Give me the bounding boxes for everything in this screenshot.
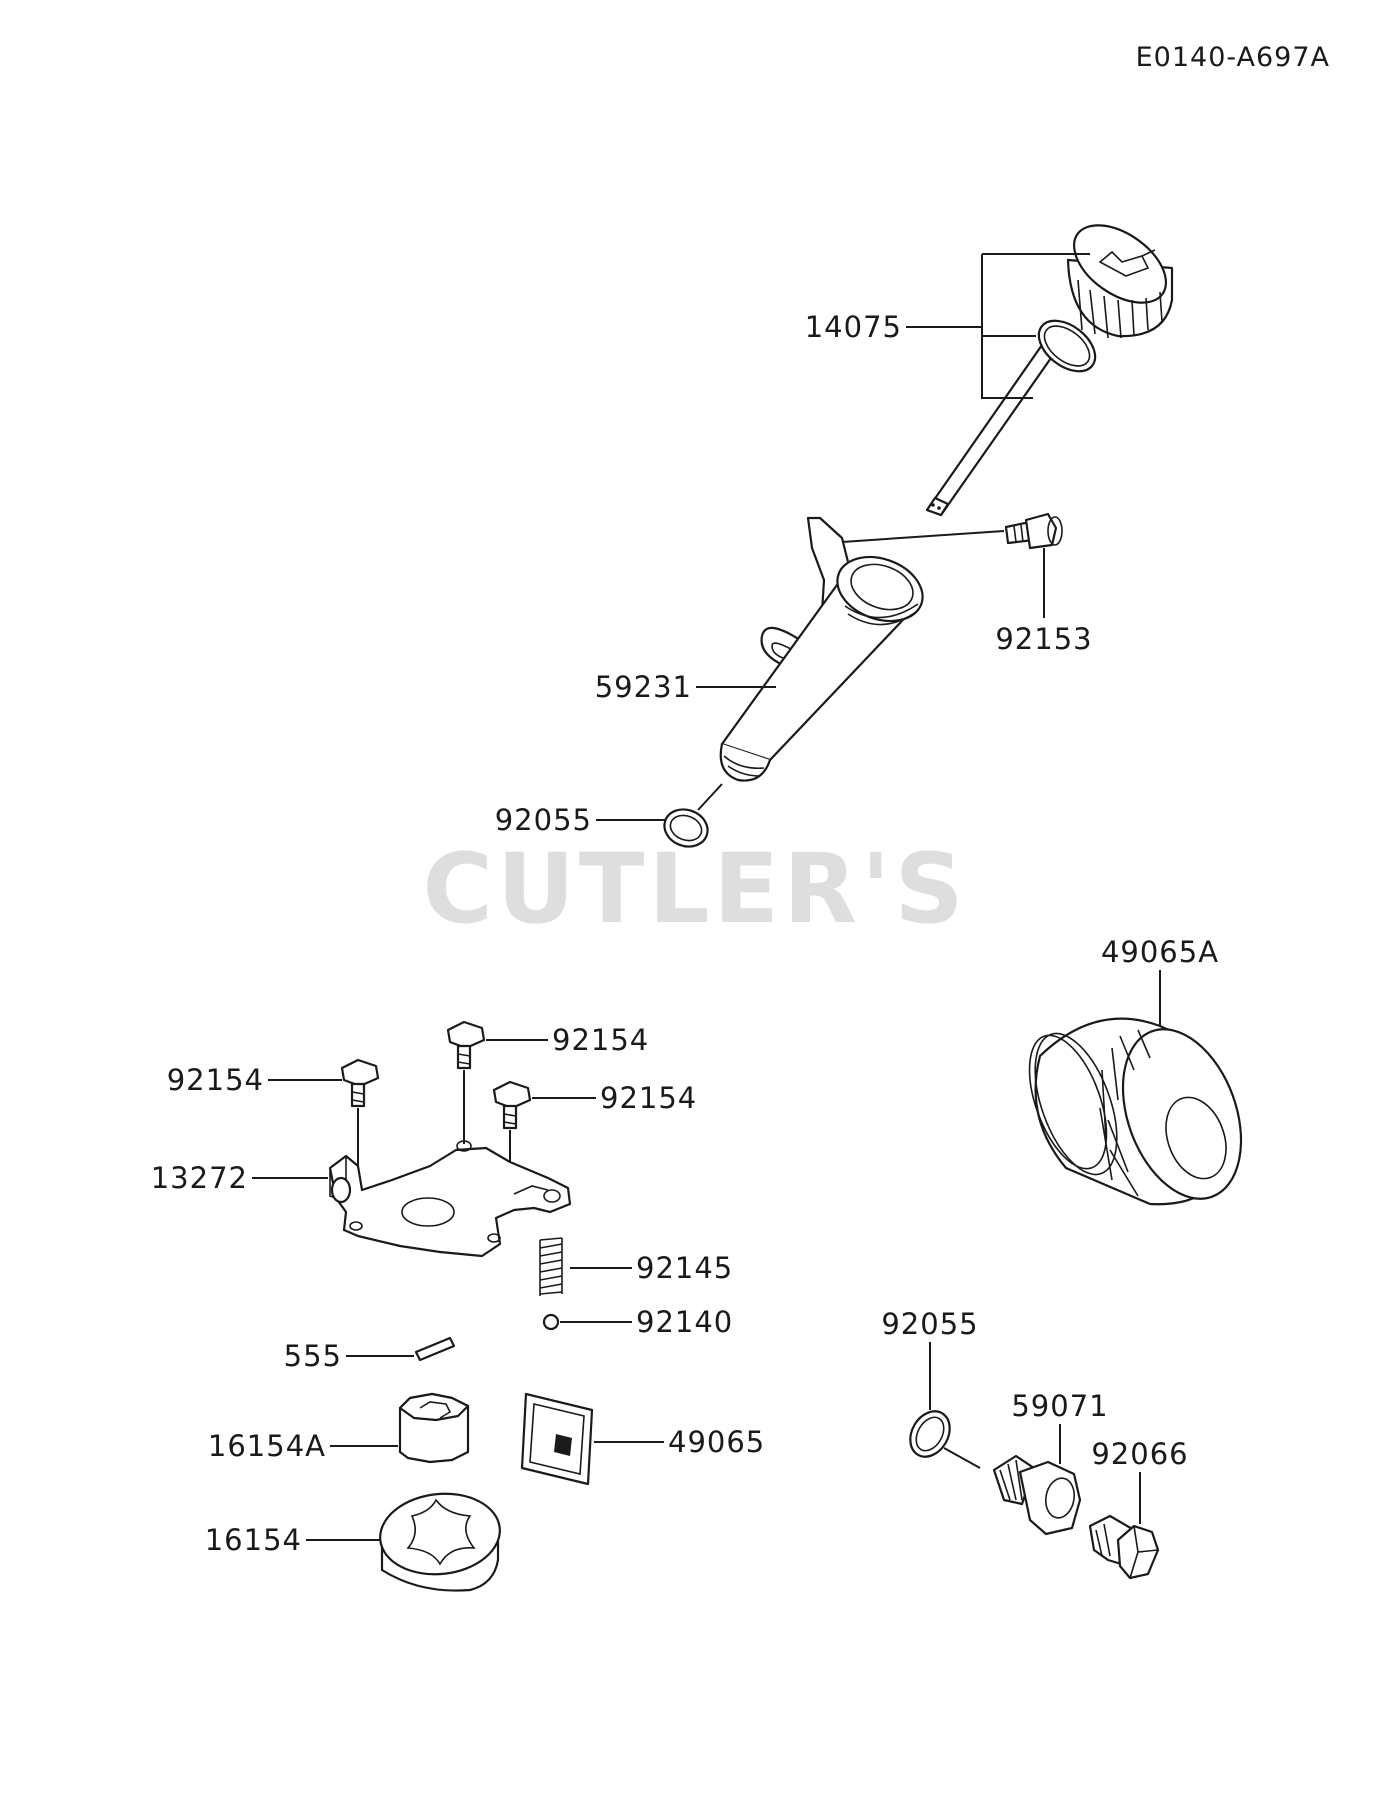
label-59071: 59071: [1011, 1389, 1108, 1423]
label-92055-upper: 92055: [495, 803, 592, 837]
label-16154: 16154: [205, 1523, 302, 1557]
label-92145: 92145: [636, 1251, 733, 1285]
label-49065A: 49065A: [1101, 935, 1219, 969]
label-14075: 14075: [805, 310, 902, 344]
label-92154-c: 92154: [600, 1081, 697, 1115]
label-555: 555: [284, 1339, 342, 1373]
label-49065: 49065: [668, 1425, 765, 1459]
pin-555-part[interactable]: [346, 1336, 456, 1362]
label-92153: 92153: [995, 622, 1092, 656]
diagram-reference-code: E0140-A697A: [1136, 42, 1330, 73]
plug-92066-part[interactable]: [1088, 1472, 1160, 1580]
bolt-92154-b-part[interactable]: [446, 1020, 548, 1144]
label-13272: 13272: [151, 1161, 248, 1195]
gasket-49065-part[interactable]: [520, 1392, 664, 1486]
fitting-59071-part[interactable]: [992, 1424, 1082, 1536]
label-92140: 92140: [636, 1305, 733, 1339]
watermark: CUTLER'S: [422, 833, 967, 945]
label-92066: 92066: [1091, 1437, 1188, 1471]
label-92154-a: 92154: [167, 1063, 264, 1097]
o-ring-92055-lower-part[interactable]: [902, 1342, 981, 1469]
dipstick-part[interactable]: [906, 210, 1180, 517]
filler-tube-part[interactable]: [696, 516, 932, 782]
bolt-92153-part[interactable]: [841, 512, 1063, 618]
o-ring-92055-upper-part[interactable]: [596, 783, 723, 852]
label-92055-lower: 92055: [881, 1307, 978, 1341]
ball-92140-part[interactable]: [542, 1313, 632, 1331]
bolt-92154-a-part[interactable]: [268, 1058, 380, 1190]
label-16154A: 16154A: [208, 1429, 326, 1463]
outer-rotor-16154-part[interactable]: [306, 1488, 504, 1592]
label-92154-b: 92154: [552, 1023, 649, 1057]
plate-13272-part[interactable]: [252, 1140, 572, 1258]
oil-filter-part[interactable]: [1014, 970, 1263, 1215]
spring-92145-part[interactable]: [539, 1237, 632, 1296]
label-59231: 59231: [595, 670, 692, 704]
inner-rotor-16154A-part[interactable]: [330, 1392, 470, 1464]
